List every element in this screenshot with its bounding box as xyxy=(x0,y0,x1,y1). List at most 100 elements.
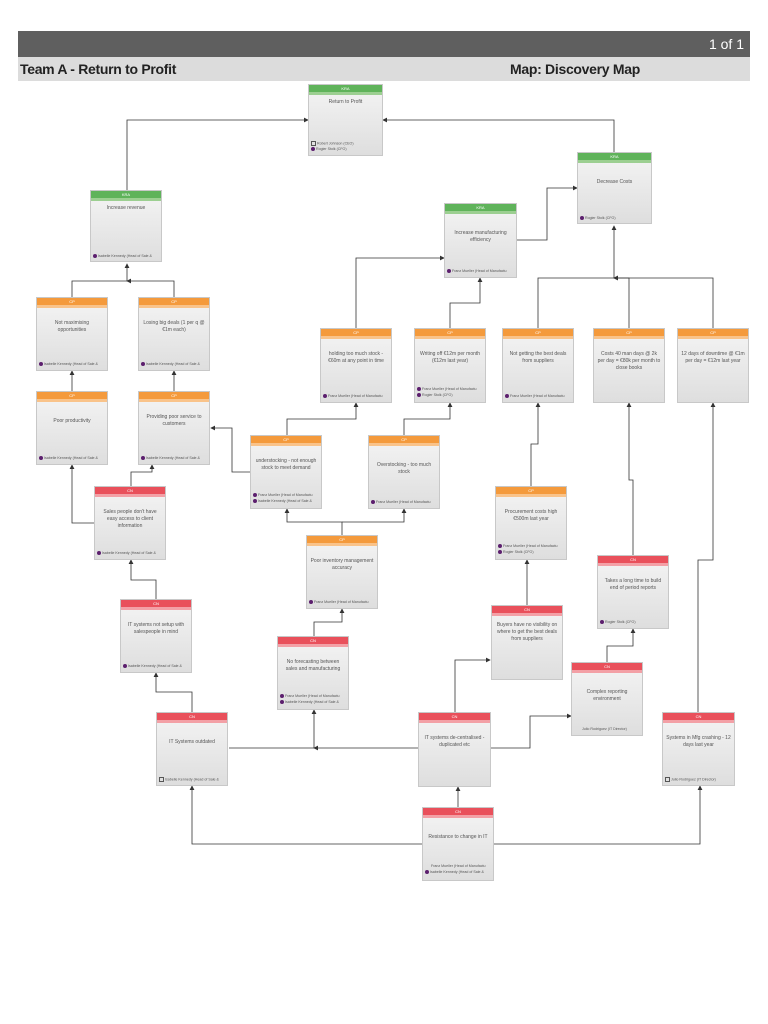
link-takes-long-to-close-books xyxy=(626,402,634,555)
avatar-icon xyxy=(425,870,429,875)
top-bar: 1 of 1 xyxy=(18,31,750,57)
map-title: Map: Discovery Map xyxy=(510,61,640,77)
link-decentralised-to-complex-reporting xyxy=(491,713,572,749)
node-owner: Rogier Stolk (CFO) xyxy=(498,550,566,555)
node-title: Losing big deals (1 per q @ €1m each) xyxy=(143,320,205,333)
link-increase-revenue-to-return-to-profit xyxy=(126,117,309,190)
node-title: Poor inventory management accuracy xyxy=(310,558,374,571)
link-too-much-stock-to-mfg-efficiency xyxy=(355,255,445,328)
avatar-icon xyxy=(311,147,315,152)
node-writing-off[interactable]: CP Writing off €12m per month (€12m last… xyxy=(414,328,486,403)
node-takes-long-reports[interactable]: CN Takes a long time to build end of per… xyxy=(597,555,669,629)
node-owner: Franz Mueller (Head of Manufactu xyxy=(280,694,348,699)
node-it-systems-decentralised[interactable]: CN IT systems de-centralised - duplicate… xyxy=(418,712,491,787)
node-accent-bar xyxy=(157,720,227,723)
checkbox-icon xyxy=(159,777,164,782)
node-owner: Isabelle Kennedy (Head of Sale & xyxy=(141,456,209,461)
node-poor-service[interactable]: CP Providing poor service to customers I… xyxy=(138,391,210,465)
node-buyers-no-visibility[interactable]: CN Buyers have no visibility on where to… xyxy=(491,605,563,680)
node-title: 12 days of downtime @ €1m per day = €12m… xyxy=(681,351,745,364)
node-no-forecasting[interactable]: CN No forecasting between sales and manu… xyxy=(277,636,349,710)
node-poor-productivity[interactable]: CP Poor productivity Isabelle Kennedy (H… xyxy=(36,391,108,465)
node-title: Resistance to change in IT xyxy=(428,834,488,840)
avatar-icon xyxy=(280,694,284,699)
link-understocking-to-too-much-stock xyxy=(286,402,359,435)
node-owner: Isabelle Kennedy (Head of Sale & xyxy=(39,362,107,367)
node-poor-inventory-management[interactable]: CP Poor inventory management accuracy Fr… xyxy=(306,535,378,609)
node-title: IT Systems outdated xyxy=(169,739,215,745)
link-sales-access-to-poor-productivity xyxy=(69,464,94,524)
node-losing-big-deals[interactable]: CP Losing big deals (1 per q @ €1m each)… xyxy=(138,297,210,371)
node-accent-bar xyxy=(496,494,566,497)
link-forecasting-to-inventory xyxy=(313,608,345,636)
team-title: Team A - Return to Profit xyxy=(20,61,177,77)
link-writing-off-to-mfg-efficiency xyxy=(449,277,483,328)
node-it-systems-outdated[interactable]: CN IT Systems outdated Isabelle Kennedy … xyxy=(156,712,228,786)
link-mfg-crashing-to-downtime xyxy=(697,402,716,712)
avatar-icon xyxy=(141,362,145,367)
link-decentralised-to-buyers xyxy=(454,657,491,712)
node-procurement-costs[interactable]: CP Procurement costs high €500m last yea… xyxy=(495,486,567,560)
node-not-getting-best-deals[interactable]: CP Not getting the best deals from suppl… xyxy=(502,328,574,403)
node-type-tag: CP xyxy=(37,392,107,399)
link-inventory-to-overstocking xyxy=(342,508,407,523)
node-owner: Franz Mueller (Head of Manufactu xyxy=(447,269,515,274)
avatar-icon xyxy=(505,394,509,399)
node-complex-reporting[interactable]: CN Complex reporting environment Julio R… xyxy=(571,662,643,736)
node-owner: Rogier Stolk (CFO) xyxy=(580,216,648,221)
avatar-icon xyxy=(93,254,97,259)
node-type-tag: CN xyxy=(157,713,227,720)
node-type-tag: CP xyxy=(139,392,209,399)
node-resistance-to-change[interactable]: CN Resistance to change in IT Franz Muel… xyxy=(422,807,494,881)
link-best-deals-to-decrease-costs xyxy=(537,225,617,328)
node-title: Writing off €12m per month (€12m last ye… xyxy=(419,351,481,364)
node-type-tag: KRA xyxy=(578,153,651,160)
node-owner: Franz Mueller (Head of Manufactu xyxy=(371,500,439,505)
avatar-icon xyxy=(600,620,604,625)
node-owner: Isabelle Kennedy (Head of Sale & xyxy=(159,777,227,782)
avatar-icon xyxy=(253,499,257,504)
node-owner: Franz Mueller (Head of Manufactu xyxy=(505,394,573,399)
node-type-tag: CP xyxy=(415,329,485,336)
node-title: Systems in Mfg crashing - 12 days last y… xyxy=(666,735,731,748)
node-systems-in-mfg-crashing[interactable]: CN Systems in Mfg crashing - 12 days las… xyxy=(662,712,735,786)
avatar-icon xyxy=(141,456,145,461)
link-it-salespeople-to-sales-access xyxy=(128,559,157,599)
node-title: understocking - not enough stock to meet… xyxy=(255,458,317,471)
node-owner: Franz Mueller (Head of Manufactu xyxy=(417,387,485,392)
node-holding-too-much-stock[interactable]: CP holding too much stock - €60m at any … xyxy=(320,328,392,403)
node-increase-manufacturing-efficiency[interactable]: KRA Increase manufacturing efficiency Fr… xyxy=(444,203,517,278)
node-decrease-costs[interactable]: KRA Decrease Costs Rogier Stolk (CFO) xyxy=(577,152,652,224)
node-owner: Rogier Stolk (CFO) xyxy=(600,620,668,625)
node-it-systems-not-setup[interactable]: CN IT systems not setup with salespeople… xyxy=(120,599,192,673)
node-accent-bar xyxy=(578,160,651,163)
node-title: No forecasting between sales and manufac… xyxy=(285,659,341,672)
avatar-icon xyxy=(280,700,284,705)
node-understocking[interactable]: CP understocking - not enough stock to m… xyxy=(250,435,322,509)
node-return-to-profit[interactable]: KRA Return to Profit Robert Johnson (CEO… xyxy=(308,84,383,156)
link-sales-access-to-poor-service xyxy=(130,464,155,486)
avatar-icon xyxy=(123,664,127,669)
node-accent-bar xyxy=(663,720,734,723)
node-title: Providing poor service to customers xyxy=(146,414,202,427)
link-complex-reporting-to-takes-long xyxy=(606,628,636,662)
node-increase-revenue[interactable]: KRA Increase revenue Isabelle Kennedy (H… xyxy=(90,190,162,262)
page-indicator: 1 of 1 xyxy=(708,36,744,52)
node-accent-bar xyxy=(91,198,161,201)
link-procurement-to-best-deals xyxy=(530,402,541,486)
node-owner: Isabelle Kennedy (Head of Sale & xyxy=(280,700,348,705)
node-owner: Isabelle Kennedy (Head of Sale & xyxy=(39,456,107,461)
avatar-icon xyxy=(498,544,502,549)
node-accent-bar xyxy=(37,399,107,402)
node-overstocking[interactable]: CP Overstocking - too much stock Franz M… xyxy=(368,435,440,509)
node-costs-close-books[interactable]: CP Costs 40 man days @ 2k per day = €80k… xyxy=(593,328,665,403)
node-not-maximising-opportunities[interactable]: CP Not maximising opportunities Isabelle… xyxy=(36,297,108,371)
link-it-outdated-to-forecasting xyxy=(229,709,317,749)
node-accent-bar xyxy=(278,644,348,647)
node-title: Buyers have no visibility on where to ge… xyxy=(496,622,558,642)
node-downtime[interactable]: CP 12 days of downtime @ €1m per day = €… xyxy=(677,328,749,403)
node-sales-access-client-info[interactable]: CN Sales people don't have easy access t… xyxy=(94,486,166,560)
node-type-tag: CN xyxy=(95,487,165,494)
node-title: Overstocking - too much stock xyxy=(376,462,432,475)
link-decrease-costs-to-return-to-profit xyxy=(382,117,615,152)
